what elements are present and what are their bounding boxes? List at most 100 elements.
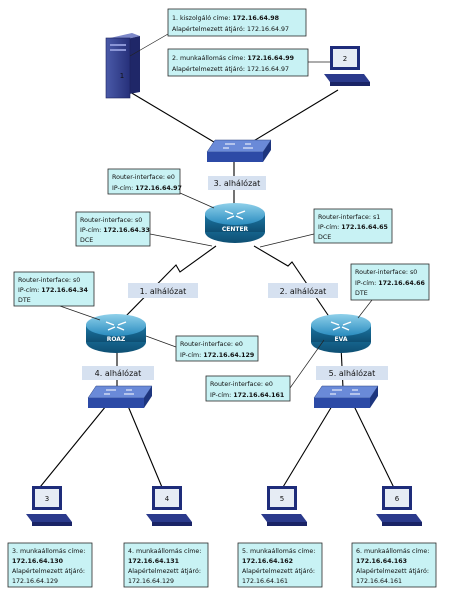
center-s0-interface: Router-interface: s0: [80, 217, 142, 224]
callout-roaz-e0: Router-interface: e0 IP-cím: 172.16.64.1…: [145, 335, 259, 362]
center-s1-ip-value: 172.16.64.65: [341, 224, 388, 231]
ws5-addr-value: 172.16.64.162: [242, 558, 293, 565]
roaz-e0-ip-value: 172.16.64.129: [203, 352, 254, 359]
ws4-gw-value: 172.16.64.129: [128, 578, 174, 585]
server-addr-value: 172.16.64.98: [232, 15, 279, 22]
ws6-gw-label: Alapértelmezett átjáró:: [356, 567, 429, 575]
subnet-1-text: 1. alhálózat: [140, 286, 187, 296]
router-roaz-icon[interactable]: ROAZ: [86, 314, 146, 353]
center-s0-mode: DCE: [80, 237, 93, 244]
router-eva-icon[interactable]: EVA: [311, 314, 371, 353]
server-gw-label: Alapértelmezett átjáró:: [172, 25, 247, 33]
subnet-label-3: 3. alhálózat: [208, 176, 266, 190]
subnet-3-text: 3. alhálózat: [214, 178, 261, 188]
link-switch4-ws4: [127, 405, 165, 493]
router-roaz-name: ROAZ: [107, 336, 126, 343]
switch-3-icon[interactable]: [206, 139, 272, 162]
svg-text:IP-cím: 172.16.64.33: IP-cím: 172.16.64.33: [80, 226, 150, 234]
ws2-addr-label: 2. munkaállomás címe:: [172, 54, 247, 62]
eva-s0-ip-value: 172.16.64.66: [378, 280, 425, 287]
link-ws2-switch: [241, 89, 339, 149]
center-s1-interface: Router-interface: s1: [318, 214, 380, 221]
link-switch4-ws3: [35, 405, 107, 493]
subnet-5-text: 5. alhálózat: [329, 368, 376, 378]
svg-text:2. munkaállomás címe: 172.16.6: 2. munkaállomás címe: 172.16.64.99: [172, 54, 294, 62]
center-s1-ip-label: IP-cím:: [318, 223, 341, 231]
roaz-e0-ip-label: IP-cím:: [180, 351, 203, 359]
router-eva-name: EVA: [335, 336, 348, 343]
ws5-gw-value: 172.16.64.161: [242, 578, 288, 585]
subnet-label-2: 2. alhálózat: [268, 283, 338, 298]
center-e0-ip-label: IP-cím:: [112, 184, 135, 192]
workstation-6-icon[interactable]: 6: [376, 486, 422, 526]
ws3-gw-label: Alapértelmezett átjáró:: [12, 567, 85, 575]
callout-ws-4: 4. munkaállomás címe: 172.16.64.131 Alap…: [123, 542, 209, 588]
svg-text:IP-cím: 172.16.64.66: IP-cím: 172.16.64.66: [355, 279, 425, 287]
ws3-addr-value: 172.16.64.130: [12, 558, 64, 565]
server-1-icon[interactable]: 1: [105, 33, 140, 99]
ws5-gw-label: Alapértelmezett átjáró:: [242, 567, 315, 575]
ws-2-number: 2: [343, 55, 347, 63]
workstation-3-icon[interactable]: 3: [26, 486, 72, 526]
workstation-4-icon[interactable]: 4: [146, 486, 192, 526]
subnet-label-5: 5. alhálózat: [316, 366, 388, 380]
ws-5-number: 5: [280, 495, 284, 503]
link-switch5-ws6: [353, 405, 397, 493]
callout-center-s1: Router-interface: s1 IP-cím: 172.16.64.6…: [259, 208, 393, 248]
router-center-name: CENTER: [222, 226, 249, 233]
subnet-4-text: 4. alhálózat: [95, 368, 142, 378]
roaz-s0-interface: Router-interface: s0: [18, 277, 80, 284]
roaz-e0-interface: Router-interface: e0: [180, 341, 243, 348]
subnet-label-4: 4. alhálózat: [82, 366, 154, 380]
center-s0-ip-label: IP-cím:: [80, 226, 103, 234]
subnet-label-1: 1. alhálózat: [128, 283, 198, 298]
link-switch5-ws5: [279, 405, 333, 493]
callout-ws-3: 3. munkaállomás címe: 172.16.64.130 Alap…: [7, 542, 93, 588]
workstation-2-icon[interactable]: 2: [324, 46, 370, 86]
svg-text:IP-cím: 172.16.64.161: IP-cím: 172.16.64.161: [210, 391, 284, 399]
ws6-addr-value: 172.16.64.163: [356, 558, 407, 565]
ws6-addr-label: 6. munkaállomás címe:: [356, 547, 429, 555]
svg-text:IP-cím: 172.16.64.34: IP-cím: 172.16.64.34: [18, 286, 88, 294]
ws5-addr-label: 5. munkaállomás címe:: [242, 547, 315, 555]
callout-roaz-s0: Router-interface: s0 IP-cím: 172.16.64.3…: [13, 271, 101, 321]
center-e0-interface: Router-interface: e0: [112, 174, 175, 181]
roaz-s0-mode: DTE: [18, 297, 31, 304]
svg-text:Alapértelmezett átjáró: 172.16: Alapértelmezett átjáró: 172.16.64.97: [172, 25, 289, 33]
switch-4-icon[interactable]: [87, 385, 153, 408]
eva-s0-interface: Router-interface: s0: [355, 269, 417, 276]
server-gw-value: 172.16.64.97: [247, 26, 289, 33]
callout-eva-e0: Router-interface: e0 IP-cím: 172.16.64.1…: [205, 339, 325, 402]
eva-s0-ip-label: IP-cím:: [355, 279, 378, 287]
ws4-gw-label: Alapértelmezett átjáró:: [128, 567, 201, 575]
svg-text:1. kiszolgáló címe: 172.16.64.: 1. kiszolgáló címe: 172.16.64.98: [172, 14, 279, 22]
server-1-number: 1: [120, 72, 124, 80]
eva-s0-mode: DTE: [355, 290, 368, 297]
ws-4-number: 4: [165, 495, 170, 503]
ws4-addr-value: 172.16.64.131: [128, 558, 179, 565]
link-center-eva: [253, 245, 331, 319]
link-server-switch: [129, 91, 225, 149]
callout-eva-s0: Router-interface: s0 IP-cím: 172.16.64.6…: [350, 263, 430, 319]
link-center-roaz: [123, 245, 217, 319]
roaz-s0-ip-label: IP-cím:: [18, 286, 41, 294]
subnet-2-text: 2. alhálózat: [280, 286, 327, 296]
callout-ws-5: 5. munkaállomás címe: 172.16.64.162 Alap…: [237, 542, 323, 588]
server-addr-label: 1. kiszolgáló címe:: [172, 14, 232, 22]
ws-6-number: 6: [395, 495, 400, 503]
callout-ws-6: 6. munkaállomás címe: 172.16.64.163 Alap…: [351, 542, 437, 588]
svg-text:IP-cím: 172.16.64.97: IP-cím: 172.16.64.97: [112, 184, 182, 192]
ws2-gw-label: Alapértelmezett átjáró:: [172, 65, 247, 73]
center-e0-ip-value: 172.16.64.97: [135, 185, 182, 192]
svg-text:IP-cím: 172.16.64.65: IP-cím: 172.16.64.65: [318, 223, 388, 231]
workstation-5-icon[interactable]: 5: [261, 486, 307, 526]
switch-5-icon[interactable]: [313, 385, 379, 408]
ws4-addr-label: 4. munkaállomás címe:: [128, 547, 201, 555]
ws-3-number: 3: [45, 495, 49, 503]
ws2-gw-value: 172.16.64.97: [247, 66, 289, 73]
callout-center-e0: Router-interface: e0 IP-cím: 172.16.64.9…: [107, 168, 215, 209]
router-center-icon[interactable]: CENTER: [205, 203, 265, 243]
center-s1-mode: DCE: [318, 234, 331, 241]
eva-e0-ip-label: IP-cím:: [210, 391, 233, 399]
